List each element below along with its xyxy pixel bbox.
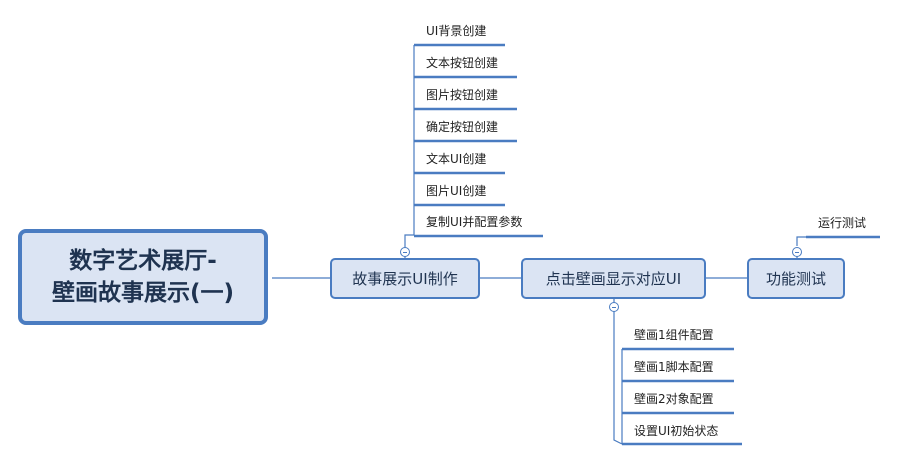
subtopic-mural1-component[interactable]: 壁画1组件配置 [634, 328, 714, 342]
collapse-toggle-story-ui[interactable] [400, 247, 410, 257]
subtopic-ui-init-state[interactable]: 设置UI初始状态 [634, 424, 719, 438]
root-topic[interactable]: 数字艺术展厅- 壁画故事展示(一) [18, 229, 268, 325]
subtopic-mural1-script[interactable]: 壁画1脚本配置 [634, 360, 714, 374]
topic-click-mural-label: 点击壁画显示对应UI [545, 270, 682, 288]
collapse-toggle-click-mural[interactable] [609, 302, 619, 312]
subtopic-text-button[interactable]: 文本按钮创建 [426, 56, 499, 70]
subtopic-text-ui[interactable]: 文本UI创建 [426, 152, 487, 166]
topic-story-ui[interactable]: 故事展示UI制作 [330, 258, 480, 299]
topic-story-ui-label: 故事展示UI制作 [352, 270, 458, 288]
topic-func-test[interactable]: 功能测试 [747, 258, 845, 299]
subtopic-ui-bg[interactable]: UI背景创建 [426, 24, 487, 38]
subtopic-image-ui[interactable]: 图片UI创建 [426, 184, 487, 198]
collapse-toggle-func-test[interactable] [792, 247, 802, 257]
topic-func-test-label: 功能测试 [765, 270, 826, 288]
subtopic-copy-ui[interactable]: 复制UI并配置参数 [426, 215, 523, 229]
subtopic-run-test[interactable]: 运行测试 [818, 216, 867, 230]
root-title-line1: 数字艺术展厅- [69, 248, 217, 274]
subtopic-mural2-object[interactable]: 壁画2对象配置 [634, 392, 714, 406]
topic-click-mural[interactable]: 点击壁画显示对应UI [521, 258, 706, 299]
subtopic-confirm-button[interactable]: 确定按钮创建 [426, 120, 499, 134]
root-title-line2: 壁画故事展示(一) [51, 280, 235, 306]
subtopic-image-button[interactable]: 图片按钮创建 [426, 88, 499, 102]
